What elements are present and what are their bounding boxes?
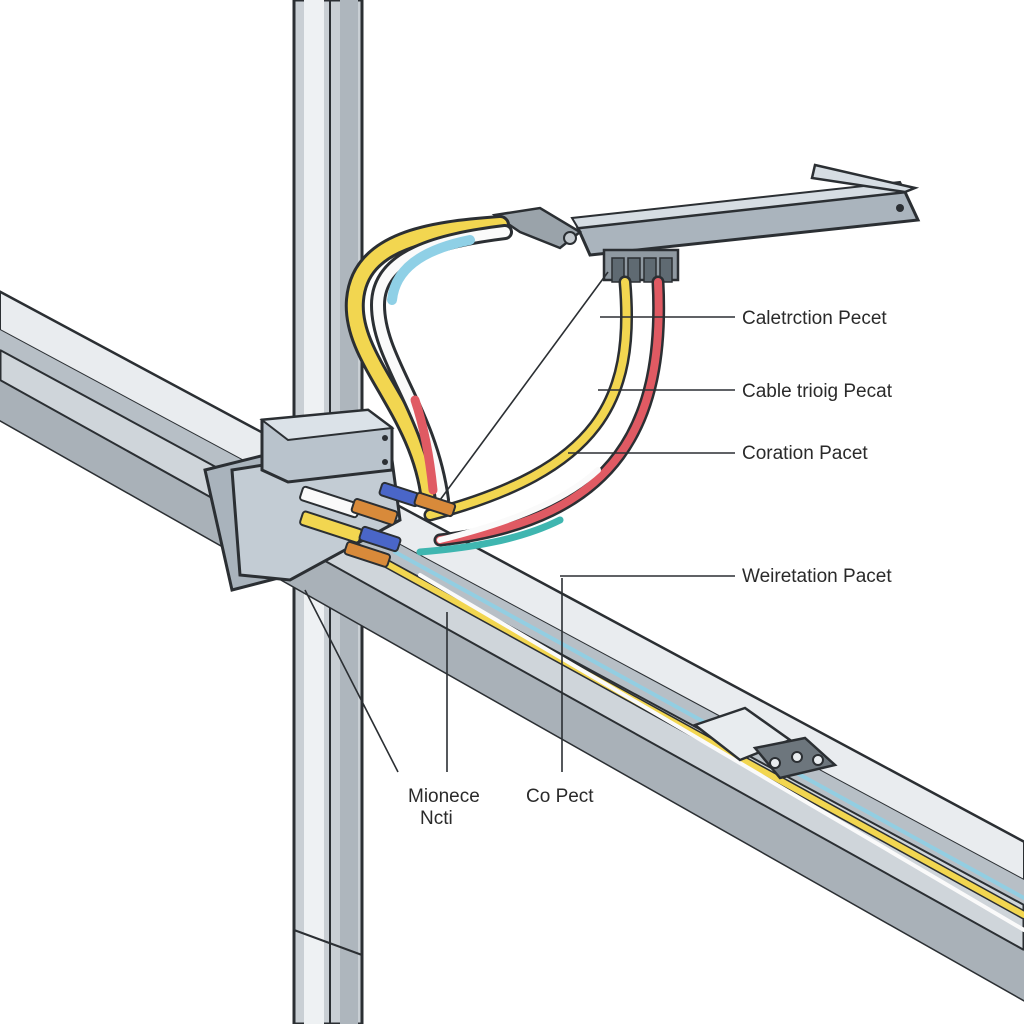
label-weiretation-pacet: Weiretation Pacet	[742, 566, 892, 587]
label-cable-trioig-pecat: Cable trioig Pecat	[742, 381, 893, 402]
label-caletrction-pecet: Caletrction Pecet	[742, 308, 887, 329]
overhead-bracket	[491, 163, 921, 283]
label-coration-pacet: Coration Pacet	[742, 443, 868, 464]
label-mionece: Mionece	[408, 786, 480, 807]
terminal-wires	[416, 275, 666, 556]
junction-box	[203, 408, 457, 592]
label-co-pect: Co Pect	[526, 786, 594, 807]
label-ncti: Ncti	[420, 808, 453, 829]
wire-loop-bundle	[344, 215, 513, 510]
leader-lines	[304, 271, 735, 773]
rail-clip	[692, 706, 838, 780]
